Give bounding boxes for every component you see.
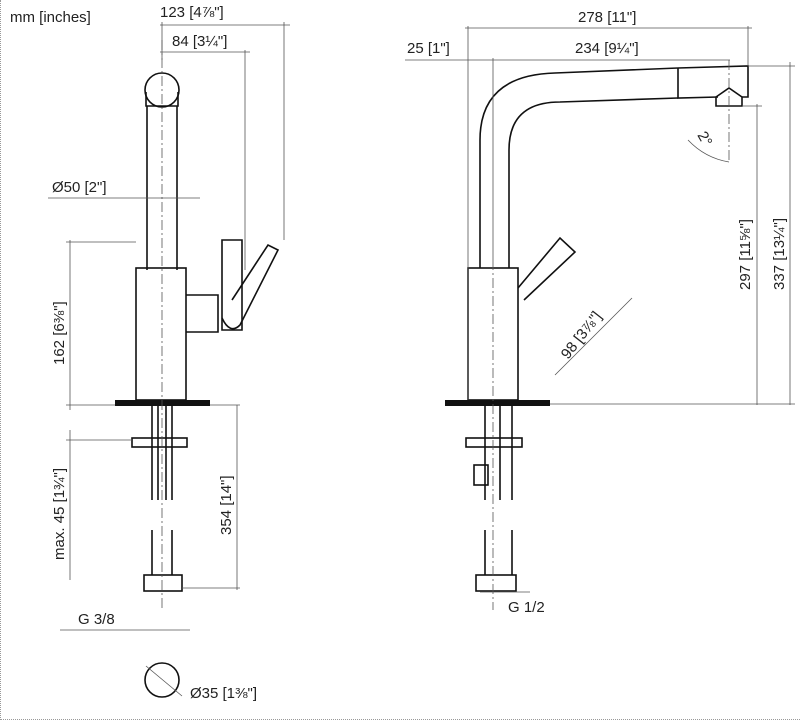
side-view-dimensions: 123 [4⅞"] 84 [3¼"] Ø50 [2"] 162 [6⅜"] ma…	[48, 4, 290, 702]
side-view-faucet	[115, 40, 280, 698]
dim-total-height: 337 [13¼"]	[771, 218, 788, 290]
dim-hole-diameter: Ø35 [1⅜"]	[190, 685, 257, 702]
deck-plate	[115, 400, 210, 406]
connection-fitting	[475, 574, 517, 592]
shank-lower	[151, 530, 173, 575]
dim-overall-reach: 278 [11"]	[578, 9, 636, 26]
dim-thread-right: G 1/2	[508, 599, 545, 616]
hose-connector	[473, 464, 489, 486]
shank-lines	[151, 406, 173, 500]
dim-overall-width: 123 [4⅞"]	[160, 4, 224, 21]
spout-head	[677, 65, 749, 99]
lever-cartridge	[221, 239, 243, 331]
dim-lever-length: 98 [3⅞"]	[558, 308, 605, 362]
aerator	[715, 87, 743, 107]
dim-outlet-height: 297 [11⅝"]	[737, 219, 754, 290]
frame-border-left	[0, 0, 2, 720]
connection-fitting	[143, 574, 183, 592]
lever-handle	[517, 236, 577, 301]
dim-thread-left: G 3/8	[78, 611, 115, 628]
spout-tube	[146, 106, 178, 270]
spout-head-base	[145, 92, 179, 107]
hole-circle	[144, 662, 180, 698]
dim-max-deck: max. 45 [1¾"]	[51, 468, 68, 560]
mounting-nut	[465, 437, 523, 448]
deck-plate	[445, 400, 550, 406]
dim-spray-angle: 2°	[694, 129, 716, 150]
shank-lower	[484, 530, 513, 575]
dim-offset: 25 [1"]	[407, 40, 450, 57]
shank-lines	[484, 406, 513, 500]
units-label: mm [inches]	[10, 9, 91, 26]
lever-hub	[186, 294, 219, 333]
lever-handle	[221, 243, 280, 330]
dim-spout-diameter: Ø50 [2"]	[52, 179, 107, 196]
dim-shank-length: 354 [14"]	[218, 475, 235, 535]
spout-outer	[479, 67, 679, 268]
body	[135, 267, 187, 401]
dim-spout-reach: 234 [9¼"]	[575, 40, 639, 57]
dim-spout-width: 84 [3¼"]	[172, 33, 227, 50]
mounting-nut	[131, 437, 188, 448]
spout-inner	[508, 97, 679, 268]
dim-body-height: 162 [6⅜"]	[51, 301, 68, 365]
